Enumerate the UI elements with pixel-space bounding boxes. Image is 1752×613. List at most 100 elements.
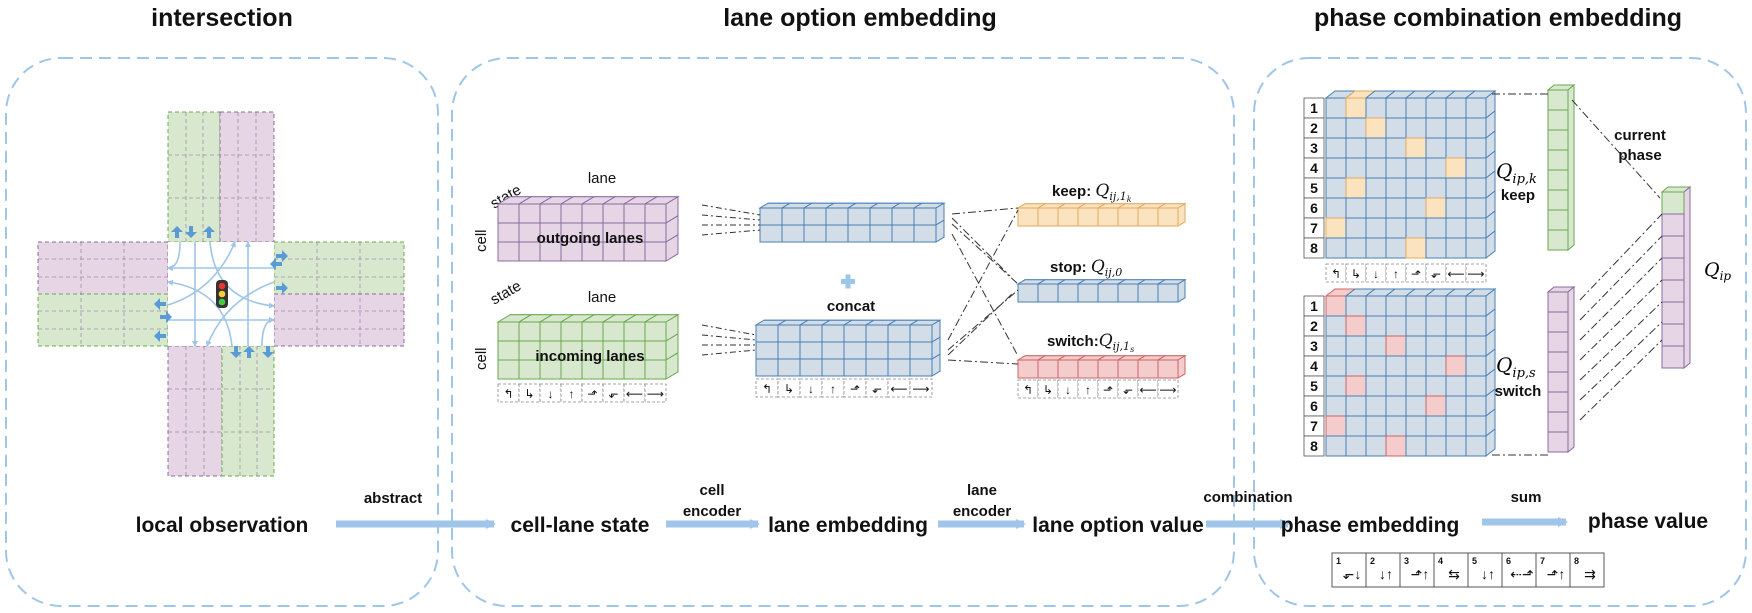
lane-direction-glyph: ↰	[1331, 267, 1341, 281]
phase-legend-number: 2	[1370, 556, 1375, 566]
label-q-ip-k: Qip,k	[1496, 159, 1537, 187]
phase-keep-cell	[1425, 197, 1447, 219]
phase-switch-cell	[1365, 415, 1387, 437]
emb-in-cell	[755, 324, 779, 343]
lane-legend-cell	[1157, 379, 1179, 399]
label-keep-phase: keep	[1501, 187, 1535, 204]
outgoing-cell	[497, 241, 520, 262]
phase-switch-cell	[1445, 335, 1467, 357]
row-number: 4	[1310, 358, 1318, 374]
phase-keep-cell	[1465, 237, 1487, 259]
phase-switch-cell	[1445, 315, 1467, 337]
lane-direction-glyph: ↳	[524, 387, 534, 401]
keep-cell	[1097, 207, 1119, 227]
phase-keep-cell	[1365, 157, 1387, 179]
label-cell-incoming: cell	[473, 347, 490, 370]
phase-keep-cell	[1465, 157, 1487, 179]
emb-in-cell	[755, 358, 779, 377]
phase-switch-cell	[1445, 375, 1467, 397]
lane-direction-glyph: ↳	[1043, 383, 1053, 397]
incoming-cell	[644, 321, 667, 342]
phase-legend-glyph: ⇠⬏	[1510, 566, 1534, 582]
emb-in-cell	[865, 324, 889, 343]
phase-switch-cell	[1445, 295, 1467, 317]
lane-direction-glyph: ⬏	[1411, 267, 1421, 281]
phase-keep-cell	[1405, 197, 1427, 219]
phase-keep-cell	[1385, 217, 1407, 239]
label-combination: combination	[1203, 489, 1292, 506]
lane-direction-legend-right: ↰↳↓↑⬏⬐⟵⟶	[1017, 379, 1179, 399]
phase-switch-cell	[1385, 295, 1407, 317]
incoming-cell	[602, 321, 625, 342]
incoming-cell	[518, 321, 541, 342]
switch-cell	[1137, 359, 1159, 379]
phase-switch-cell	[1425, 435, 1447, 457]
phase-connectors	[1492, 93, 1663, 456]
phase-keep-cell	[1425, 97, 1447, 119]
phase-switch-cell	[1325, 375, 1347, 397]
phase-switch-cell	[1405, 435, 1427, 457]
emb-out-cell	[803, 224, 827, 243]
phase-keep-cell	[1385, 117, 1407, 139]
phase-switch-cell	[1325, 415, 1347, 437]
phase-keep-cell	[1365, 177, 1387, 199]
section-title-phase-combination: phase combination embedding	[1314, 4, 1682, 32]
phase-switch-cell	[1425, 295, 1447, 317]
switch-cell	[1077, 359, 1099, 379]
lane-direction-glyph: ↰	[1023, 383, 1033, 397]
row-number-cell	[1303, 237, 1325, 259]
emb-in-cell	[777, 324, 801, 343]
phase-keep-cell	[1445, 217, 1467, 239]
phase-legend-number: 1	[1336, 556, 1341, 566]
keep-summary-column	[1546, 83, 1576, 252]
phase-legend-number: 6	[1506, 556, 1511, 566]
phase-keep-cell	[1345, 237, 1367, 259]
switch-cell	[1017, 359, 1039, 379]
stop-cell	[1037, 283, 1059, 303]
block-to-embedding-connectors	[701, 204, 761, 356]
emb-in-cell	[799, 324, 823, 343]
emb-out-cell	[891, 207, 915, 226]
stop-side-cell	[1177, 278, 1186, 303]
keep-cell	[1137, 207, 1159, 227]
label-keep: keep: Qij,1k	[1052, 181, 1132, 204]
phase-legend-glyph: ↓↑	[1481, 566, 1495, 582]
phase-keep-cell	[1345, 177, 1367, 199]
phase-switch-cell	[1345, 415, 1367, 437]
phase-switch-cell	[1425, 375, 1447, 397]
phase-switch-cell	[1325, 355, 1347, 377]
label-sum: sum	[1511, 489, 1542, 506]
q-ip-cell	[1661, 345, 1685, 369]
incoming-cell	[581, 321, 604, 342]
emb-out-cell	[913, 207, 937, 226]
section-title-lane-option: lane option embedding	[723, 4, 997, 32]
phase-keep-cell	[1425, 237, 1447, 259]
lane-direction-glyph: ⟶	[912, 382, 929, 396]
phase-legend-glyph: ⬏↑	[1411, 566, 1430, 582]
phase-switch-cell	[1405, 335, 1427, 357]
outgoing-cell	[518, 203, 541, 224]
incoming-cell	[644, 359, 667, 380]
lane-direction-glyph: ↑	[569, 387, 575, 401]
phase-switch-block	[1324, 287, 1497, 458]
phase-switch-cell	[1345, 295, 1367, 317]
lane-direction-glyph: ↰	[762, 382, 772, 396]
label-state-incoming: state	[488, 277, 525, 308]
lane-direction-glyph: ↑	[1085, 383, 1091, 397]
switch-col-cell	[1547, 331, 1569, 353]
phase-switch-cell	[1365, 355, 1387, 377]
phase-keep-cell	[1365, 117, 1387, 139]
outgoing-cell	[497, 203, 520, 224]
label-lane-encoder-1: lane	[967, 482, 997, 499]
lane-legend-cell	[1325, 263, 1347, 283]
emb-in-cell	[887, 324, 911, 343]
lane-legend-cell	[1137, 379, 1159, 399]
row-number: 3	[1310, 140, 1318, 156]
phase-switch-cell	[1385, 315, 1407, 337]
phase-legend-glyph: ⇉	[1584, 566, 1596, 582]
lane-legend-cell	[1465, 263, 1487, 283]
panel-intersection	[5, 57, 439, 607]
lane-direction-glyph: ⬐	[872, 382, 882, 396]
switch-cell	[1117, 359, 1139, 379]
outgoing-cell	[497, 222, 520, 243]
